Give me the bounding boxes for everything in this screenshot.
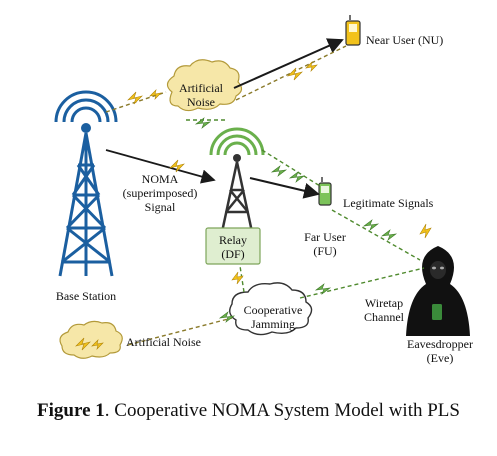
relay-tower-icon xyxy=(205,127,265,265)
artificial-noise-cloud-bottom xyxy=(59,320,123,359)
far-user-phone-icon xyxy=(318,177,332,206)
far-user-label: Far User (FU) xyxy=(304,230,346,258)
relay-to-far-user-arrow xyxy=(249,177,320,199)
eavesdropper-hooded-icon xyxy=(406,246,470,336)
figure-caption: Figure 1. Cooperative NOMA System Model … xyxy=(0,400,497,422)
wiretap-channel-label: Wiretap Channel xyxy=(364,296,404,324)
near-user-label: Near User (NU) xyxy=(366,33,444,47)
green-signal-bolts xyxy=(194,117,398,323)
legitimate-signals-label: Legitimate Signals xyxy=(343,196,434,210)
figure-caption-prefix: Figure 1 xyxy=(37,400,105,421)
noise-to-near-user-arrow xyxy=(233,38,344,89)
artificial-noise-top-label: Artificial Noise xyxy=(179,81,223,109)
system-model-diagram xyxy=(54,15,470,359)
artificial-noise-bottom-label: Artificial Noise xyxy=(126,335,201,349)
noma-signal-label: NOMA (superimposed) Signal xyxy=(122,172,198,214)
noma-signal-arrow xyxy=(105,149,216,184)
cooperative-jamming-cloud xyxy=(229,282,313,336)
near-user-phone-icon xyxy=(345,15,361,46)
artificial-noise-cloud-top xyxy=(166,59,243,112)
base-station-label: Base Station xyxy=(55,289,117,303)
base-station-tower-icon xyxy=(54,90,118,277)
eavesdropper-label: Eavesdropper (Eve) xyxy=(407,337,473,365)
cooperative-jamming-label: Cooperative Jamming xyxy=(243,303,303,331)
relay-label: Relay (DF) xyxy=(219,233,247,261)
lightning-bolt-icons xyxy=(75,61,432,351)
figure-caption-text: . Cooperative NOMA System Model with PLS xyxy=(104,400,460,421)
